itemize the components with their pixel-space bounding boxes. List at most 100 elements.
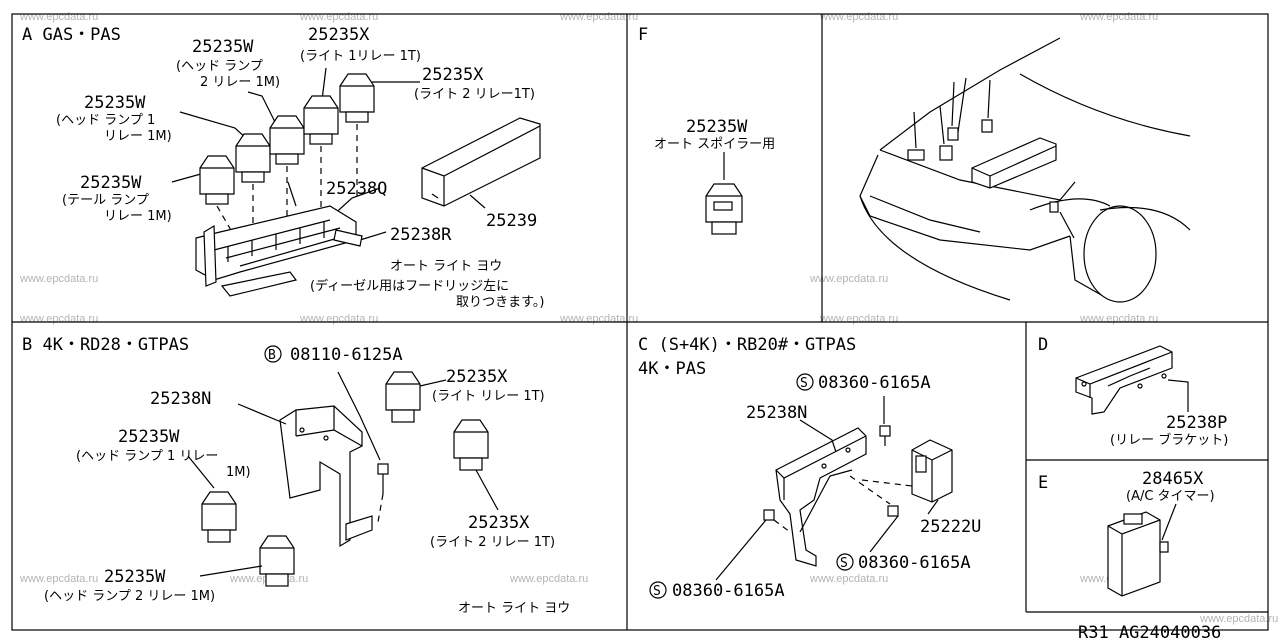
part-description: (ライト 1リレー 1T): [300, 49, 421, 64]
watermark-text: www.epcdata.ru: [19, 273, 98, 285]
part-description: オート スポイラー用: [654, 137, 775, 152]
part-description: (ヘッド ランプ 2 リレー 1M): [44, 589, 215, 604]
panel-letter: F: [638, 25, 648, 45]
relay-icon: [201, 491, 237, 543]
relay-icon: [235, 133, 271, 183]
panel-c-title: C (S+4K)・RB20#・GTPAS: [638, 335, 856, 355]
watermark-text: www.epcdata.ru: [819, 313, 898, 325]
part-number: 25235W: [192, 37, 254, 57]
relay-icon: [269, 115, 305, 165]
watermark-text: www.epcdata.ru: [509, 573, 588, 585]
watermark-text: www.epcdata.ru: [299, 11, 378, 23]
note-text: オート ライト ヨウ: [458, 601, 570, 616]
part-number: 08360-6165A: [672, 581, 785, 601]
part-number: 25235W: [84, 93, 146, 113]
screw-icon: [887, 505, 899, 517]
panel-d: D 25238P (リレー ブラケット): [1038, 335, 1228, 448]
part-description: (リレー ブラケット): [1110, 432, 1228, 448]
relay-bracket-icon: [775, 427, 867, 567]
part-description: (ライト 2 リレー 1T): [430, 535, 555, 550]
panel-f: F 25235W オート スポイラー用: [638, 25, 775, 235]
panel-b: B 4K・RD28・GTPAS B 08110-6125A: [22, 335, 570, 616]
part-number: 25235X: [422, 65, 484, 85]
relay-icon: [339, 73, 375, 123]
timer-unit-icon: [1107, 511, 1169, 597]
note-text: オート ライト ヨウ: [390, 259, 502, 274]
screw-symbol: S: [840, 556, 848, 571]
watermark-text: www.epcdata.ru: [809, 573, 888, 585]
panel-a-title: A GAS・PAS: [22, 25, 121, 45]
relay-unit-icon: [911, 439, 953, 503]
relay-icon: [385, 371, 421, 423]
note-text: 取りつきます。): [456, 295, 544, 310]
part-description: 2 リレー 1M): [200, 75, 280, 90]
part-number: 25235W: [686, 117, 748, 137]
watermark-text: www.epcdata.ru: [19, 573, 98, 585]
relay-icon: [259, 535, 295, 587]
panel-a: A GAS・PAS: [22, 25, 544, 310]
part-number: 25238N: [150, 389, 211, 409]
part-description: (ヘッド ランプ 1: [56, 113, 155, 128]
relay-icon: [303, 95, 339, 145]
part-number: 25235X: [468, 513, 530, 533]
relay-icon: [199, 155, 235, 205]
watermark-text: www.epcdata.ru: [819, 11, 898, 23]
part-number: 28465X: [1142, 469, 1204, 489]
part-description: 1M): [226, 465, 251, 480]
part-description: (A/C タイマー): [1126, 489, 1215, 504]
watermark-text: www.epcdata.ru: [809, 273, 888, 285]
part-number: 25235W: [118, 427, 180, 447]
watermark-text: www.epcdata.ru: [299, 313, 378, 325]
watermark-text: www.epcdata.ru: [19, 11, 98, 23]
relay-bracket-icon: [279, 405, 373, 548]
bolt-symbol: B: [268, 348, 276, 363]
part-number: 25238N: [746, 403, 807, 423]
screw-icon: [763, 509, 791, 533]
frame: [11, 13, 1269, 631]
relay-bracket-icon: [1075, 345, 1173, 415]
part-description: (テール ランプ: [62, 193, 149, 208]
part-description: (ヘッド ランプ 1 リレー: [76, 449, 218, 464]
part-number: 25235W: [104, 567, 166, 587]
part-number: 08110-6125A: [290, 345, 403, 365]
relay-icon: [453, 419, 489, 471]
part-number: 25239: [486, 211, 537, 231]
part-description: (ライト リレー 1T): [432, 389, 545, 404]
part-number: 25235W: [80, 173, 142, 193]
part-number: 25235X: [446, 367, 508, 387]
panel-e: E 28465X (A/C タイマー): [1038, 469, 1215, 597]
part-number: 25238R: [390, 225, 452, 245]
part-description: (ヘッド ランプ: [176, 59, 263, 74]
part-description: (ライト 2 リレー1T): [414, 87, 535, 102]
watermark-text: www.epcdata.ru: [1079, 313, 1158, 325]
relay-cover-icon: [421, 117, 541, 207]
part-number: 25238P: [1166, 413, 1227, 433]
watermark-text: www.epcdata.ru: [19, 313, 98, 325]
bolt-icon: [377, 463, 389, 523]
screw-symbol: S: [800, 376, 808, 391]
screw-icon: [879, 425, 891, 446]
panel-c-subtitle: 4K・PAS: [638, 359, 706, 379]
part-number: 08360-6165A: [818, 373, 931, 393]
car-overview: [859, 37, 1191, 303]
panel-b-title: B 4K・RD28・GTPAS: [22, 335, 189, 355]
relay-icon: [705, 183, 743, 235]
part-number: 25222U: [920, 517, 981, 537]
part-number: 08360-6165A: [858, 553, 971, 573]
watermark-text: www.epcdata.ru: [559, 11, 638, 23]
part-description: リレー 1M): [104, 209, 172, 224]
watermark-text: www.epcdata.ru: [1079, 11, 1158, 23]
relay-bracket-icon: [195, 181, 363, 297]
panel-letter: E: [1038, 473, 1048, 493]
part-number: 25238Q: [326, 179, 387, 199]
watermark-text: www.epcdata.ru: [559, 313, 638, 325]
note-text: (ディーゼル用はフードリッジ左に: [310, 278, 509, 294]
watermark-text: www.epcdata.ru: [1199, 613, 1278, 625]
part-number: 25235X: [308, 25, 370, 45]
screw-symbol: S: [653, 584, 661, 599]
drawing-code: R31 AG24040036: [1078, 623, 1221, 640]
part-description: リレー 1M): [104, 129, 172, 144]
panel-letter: D: [1038, 335, 1048, 355]
panel-c: C (S+4K)・RB20#・GTPAS 4K・PAS S 08360-6165…: [638, 335, 981, 601]
